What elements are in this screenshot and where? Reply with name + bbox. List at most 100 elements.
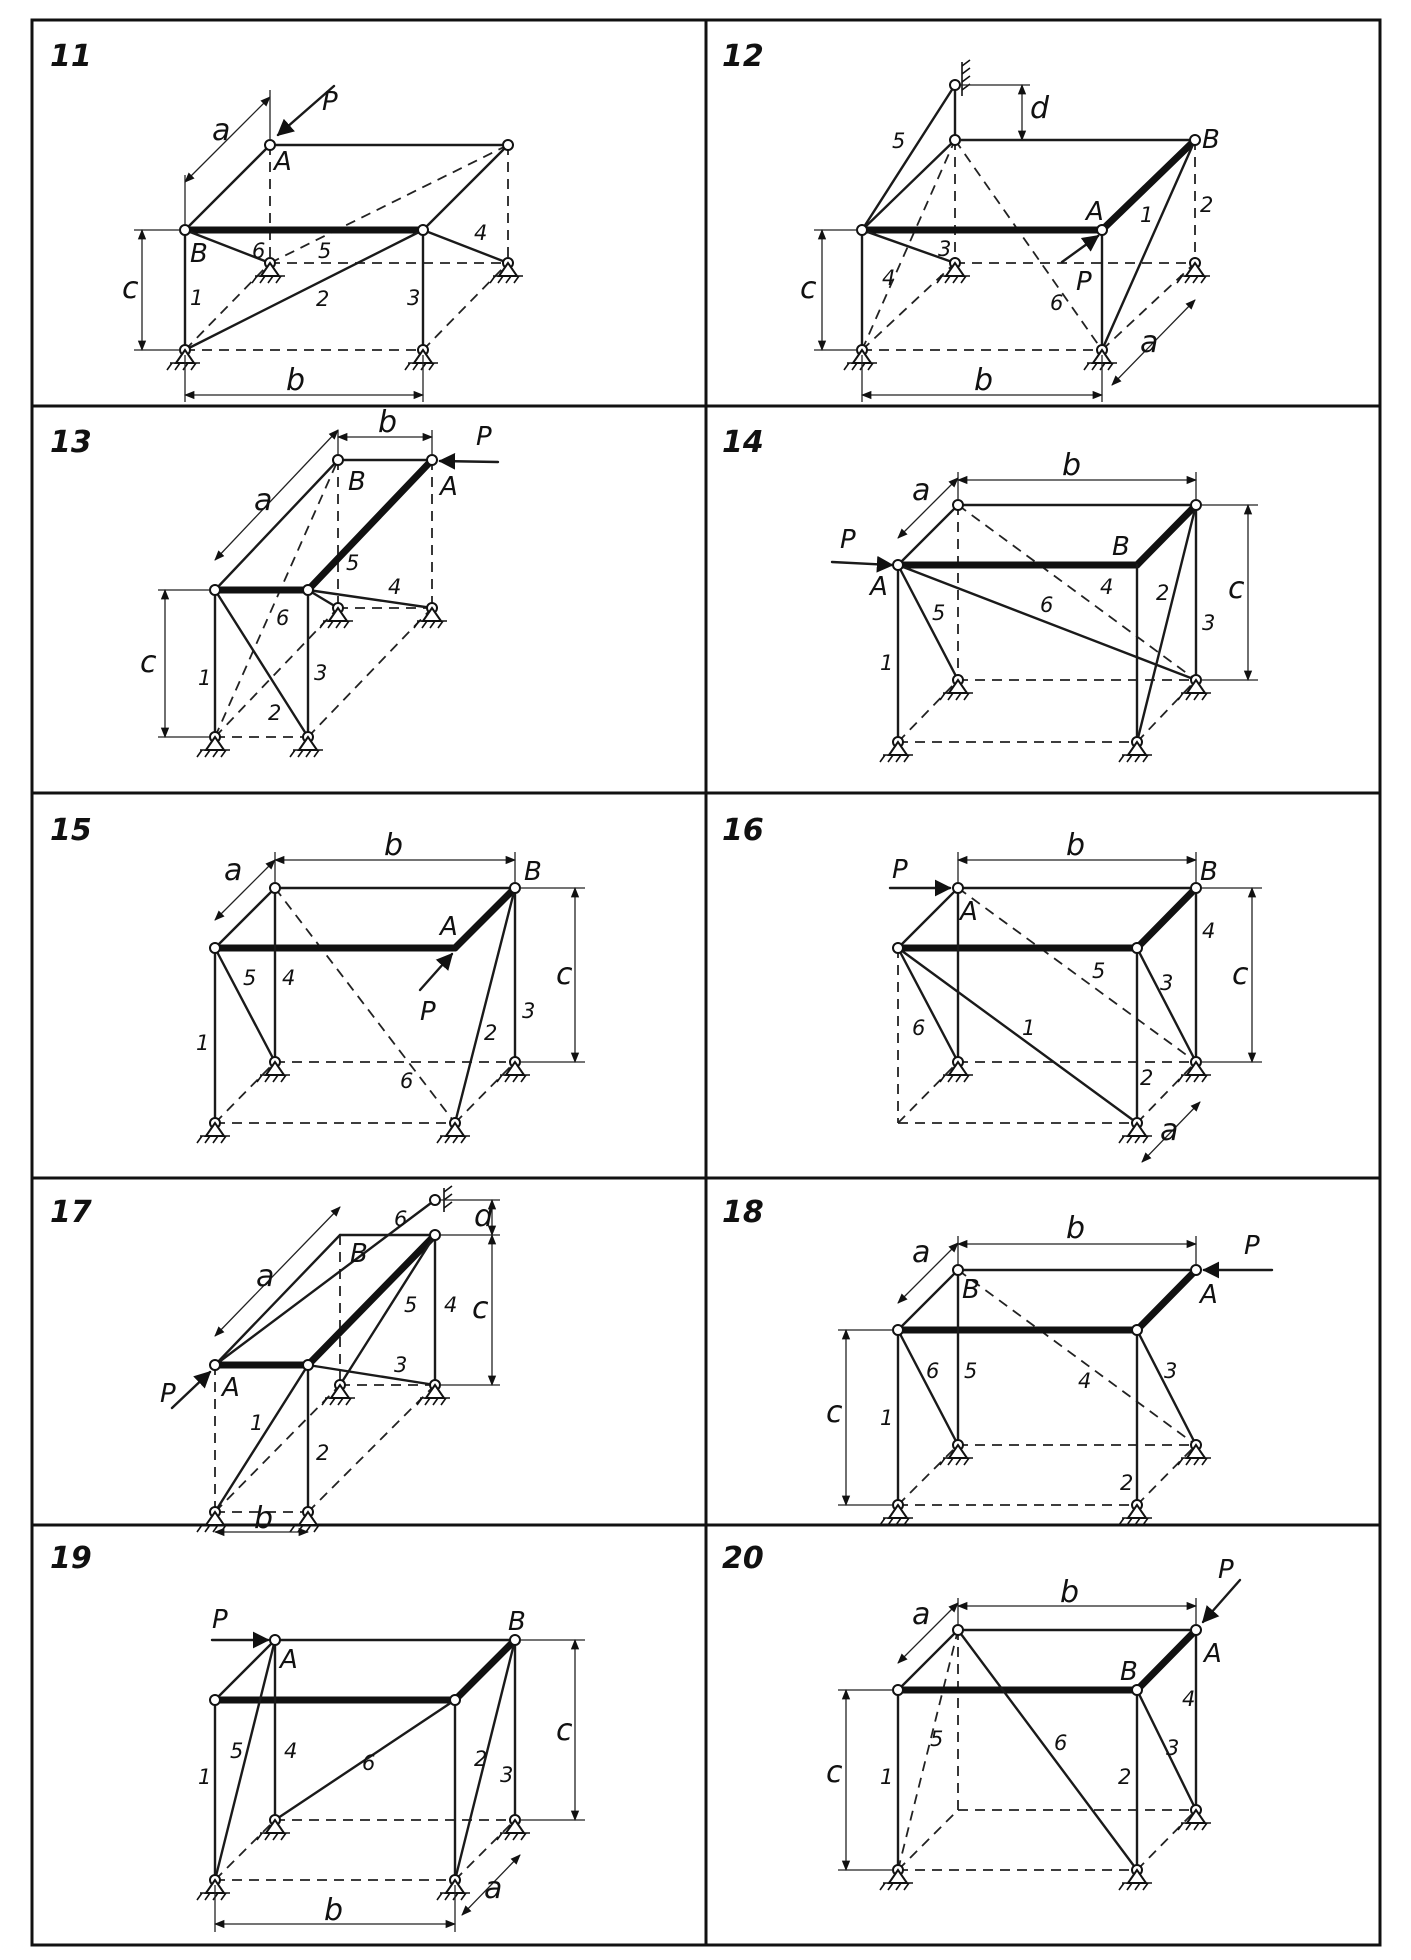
member-4: 4 [1078,1369,1091,1393]
truss-diagram [894,1266,1200,1507]
joint-nodes [892,1264,1202,1511]
dim-label-c: c [556,957,573,992]
dim-label-b: b [254,1501,273,1536]
dim-label-a: a [1160,1113,1178,1148]
member-3: 3 [1164,1359,1177,1383]
dim-label-b: b [1062,448,1081,483]
member-numbers: 1 2 3 4 5 6 [196,966,535,1093]
force-label: P [1218,1555,1234,1585]
dimension-lines [213,1198,500,1537]
member-4: 4 [1100,575,1113,599]
member-6: 6 [400,1069,413,1093]
point-label-a: A [1202,1639,1222,1669]
pin-supports [166,261,523,371]
dim-label-a: a [484,1871,502,1906]
pin-supports [879,1808,1211,1891]
member-6: 6 [1054,1731,1067,1755]
force-label: P [212,1605,228,1635]
member-3: 3 [314,661,327,685]
pin-supports [196,606,447,758]
panel-12: 12 [722,39,1220,402]
member-3: 3 [938,237,951,261]
dim-label-b: b [1060,1575,1079,1610]
member-1: 1 [198,1765,211,1789]
member-2: 2 [1200,193,1213,217]
member-3: 3 [407,286,420,310]
dim-label-a: a [912,1597,930,1632]
panel-number: 14 [722,425,764,460]
member-numbers: 1 2 3 4 5 6 [198,551,401,725]
member-2: 2 [316,287,329,311]
wall-support [443,1185,453,1212]
point-label-b: B [1120,1657,1138,1687]
dim-label-a: a [254,483,272,518]
force-label: P [892,855,908,885]
point-label-a: A [272,147,292,177]
member-5: 5 [1092,959,1105,983]
member-5: 5 [346,551,359,575]
member-6: 6 [926,1359,939,1383]
dimension-lines [214,852,585,1064]
member-numbers: 1 2 3 4 5 6 [880,1687,1195,1789]
member-1: 1 [1022,1016,1035,1040]
member-4: 4 [284,1739,297,1763]
dim-label-c: c [1228,571,1245,606]
force-arrow [276,84,336,137]
member-1: 1 [880,651,893,675]
dim-label-d: d [1030,91,1050,126]
member-3: 3 [500,1763,513,1787]
panel-number: 18 [722,1195,764,1230]
member-6: 6 [1050,291,1063,315]
force-label: P [476,422,492,452]
panel-20: 20 [722,1541,1242,1891]
point-label-b: B [190,239,208,269]
member-numbers: 1 2 3 4 5 6 [912,919,1215,1090]
truss-diagram [894,884,1200,1125]
member-1: 1 [198,666,211,690]
member-numbers: 1 2 3 4 5 6 [250,1207,457,1465]
pin-supports [196,1060,530,1144]
dim-label-c: c [826,1395,843,1430]
panel-grid [30,18,1382,1947]
panel-number: 20 [722,1541,764,1576]
dimension-lines [838,1236,1198,1507]
member-2: 2 [1118,1765,1131,1789]
point-label-b: B [508,1607,526,1637]
point-label-b: B [1200,857,1218,887]
dim-label-c: c [122,271,139,306]
dim-label-c: c [556,1713,573,1748]
panel-number: 11 [50,39,92,74]
dimension-lines [814,83,1196,402]
member-4: 4 [474,221,487,245]
member-numbers: 1 2 3 4 5 6 [190,221,487,311]
dim-label-a: a [256,1259,274,1294]
dim-label-c: c [472,1291,489,1326]
force-arrow [1201,1578,1242,1624]
point-label-b: B [350,1239,368,1269]
panel-number: 12 [722,39,764,74]
member-3: 3 [522,999,535,1023]
panel-number: 13 [50,425,92,460]
dimension-lines [213,1638,585,1932]
member-5: 5 [243,966,256,990]
member-1: 1 [196,1031,209,1055]
member-4: 4 [882,266,895,290]
force-arrow [438,452,500,470]
force-label: P [322,87,338,117]
dim-label-d: d [474,1199,494,1234]
member-4: 4 [1202,919,1215,943]
member-numbers: 1 2 3 4 5 6 [880,1359,1177,1495]
panel-number: 15 [50,813,92,848]
member-4: 4 [388,575,401,599]
point-label-b: B [348,467,366,497]
member-5: 5 [930,1727,943,1751]
panel-14: 14 [722,425,1258,763]
member-5: 5 [932,601,945,625]
member-numbers: 1 2 3 4 5 6 [882,129,1213,315]
point-label-b: B [1112,532,1130,562]
member-5: 5 [318,239,331,263]
member-5: 5 [230,1739,243,1763]
member-6: 6 [912,1016,925,1040]
point-label-b: B [962,1275,980,1305]
member-6: 6 [252,239,265,263]
